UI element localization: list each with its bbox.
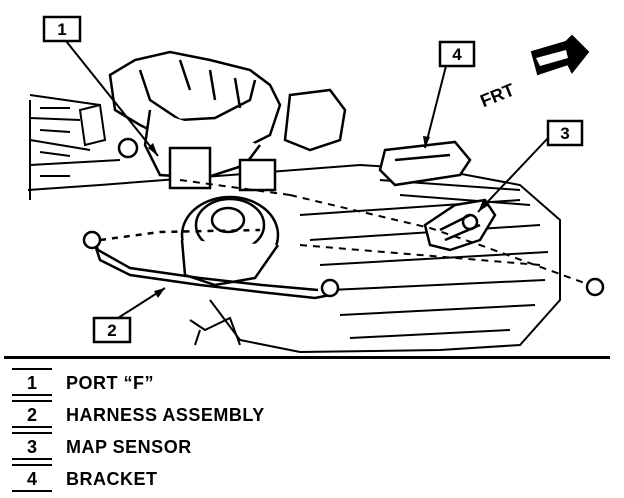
legend-label: HARNESS ASSEMBLY [66, 405, 265, 425]
bolt-assembly [179, 179, 605, 297]
throttle-body [108, 50, 347, 192]
map-sensor [423, 198, 497, 252]
front-label: FRT [477, 80, 517, 112]
legend-label: MAP SENSOR [66, 437, 192, 457]
legend-row-2: 2 HARNESS ASSEMBLY [0, 400, 624, 432]
harness-assembly [82, 228, 340, 300]
manifold-surface [99, 163, 561, 354]
callout-2-number: 2 [107, 321, 116, 340]
legend-row-3: 3 MAP SENSOR [0, 432, 624, 464]
legend-number: 1 [12, 368, 52, 396]
legend-divider [4, 356, 610, 359]
callout-1: 1 [42, 15, 159, 157]
legend-number: 4 [12, 464, 52, 492]
lower-detail [78, 103, 241, 346]
callout-3: 3 [477, 119, 584, 213]
front-arrow-icon [530, 34, 590, 76]
callout-2: 2 [92, 287, 166, 344]
legend-row-4: 4 BRACKET [0, 464, 624, 496]
callout-1-number: 1 [57, 20, 66, 39]
fender-hatching [27, 94, 121, 200]
legend-row-1: 1 PORT “F” [0, 368, 624, 400]
callout-3-number: 3 [560, 124, 569, 143]
callout-4: 4 [423, 40, 476, 149]
legend-label: PORT “F” [66, 373, 154, 393]
port-f [117, 137, 139, 159]
legend: 1 PORT “F” 2 HARNESS ASSEMBLY 3 MAP SENS… [0, 356, 624, 498]
legend-label: BRACKET [66, 469, 158, 489]
legend-number: 3 [12, 432, 52, 460]
legend-number: 2 [12, 400, 52, 428]
bracket [378, 140, 472, 187]
round-housing [180, 195, 280, 287]
callout-4-number: 4 [452, 45, 462, 64]
